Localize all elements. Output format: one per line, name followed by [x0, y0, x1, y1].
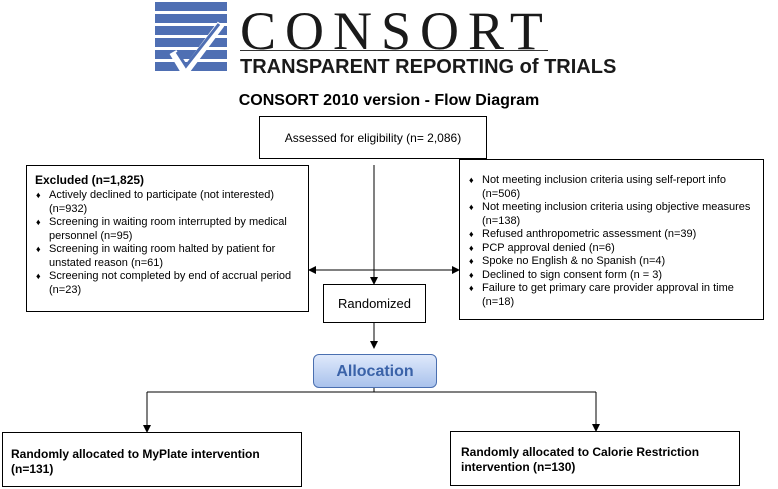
- excluded-list: Actively declined to participate (not in…: [35, 189, 302, 297]
- excluded-title: Excluded (n=1,825): [35, 173, 145, 187]
- list-item: Screening in waiting room interrupted by…: [35, 216, 302, 243]
- allocation-text: Allocation: [336, 363, 414, 380]
- diagram-title: CONSORT 2010 version - Flow Diagram: [238, 92, 540, 109]
- list-item: PCP approval denied (n=6): [468, 242, 757, 256]
- assessed-text: Assessed for eligibility (n= 2,086): [284, 130, 462, 145]
- assessed-box: Assessed for eligibility (n= 2,086): [259, 116, 487, 159]
- ineligible-box: Not meeting inclusion criteria using sel…: [459, 159, 764, 320]
- ineligible-list: Not meeting inclusion criteria using sel…: [468, 174, 757, 309]
- calorie-restriction-box: Randomly allocated to Calorie Restrictio…: [450, 431, 740, 486]
- list-item: Not meeting inclusion criteria using sel…: [468, 174, 757, 201]
- list-item: Not meeting inclusion criteria using obj…: [468, 201, 757, 228]
- calorie-restriction-text: Randomly allocated to Calorie Restrictio…: [461, 445, 700, 474]
- list-item: Screening in waiting room halted by pati…: [35, 243, 302, 270]
- logo-name: CONSORT: [240, 1, 552, 61]
- list-item: Actively declined to participate (not in…: [35, 189, 302, 216]
- list-item: Spoke no English & no Spanish (n=4): [468, 255, 757, 269]
- excluded-box: Excluded (n=1,825) Actively declined to …: [26, 165, 309, 312]
- consort-logo-icon: [155, 2, 227, 80]
- randomized-text: Randomized: [338, 296, 411, 311]
- allocation-label: Allocation: [313, 354, 437, 388]
- logo-divider: [240, 50, 548, 51]
- list-item: Failure to get primary care provider app…: [468, 282, 757, 309]
- randomized-box: Randomized: [323, 284, 426, 323]
- list-item: Declined to sign consent form (n = 3): [468, 269, 757, 283]
- list-item: Refused anthropometric assessment (n=39): [468, 228, 757, 242]
- myplate-text: Randomly allocated to MyPlate interventi…: [11, 447, 260, 476]
- myplate-box: Randomly allocated to MyPlate interventi…: [2, 432, 302, 487]
- list-item: Screening not completed by end of accrua…: [35, 270, 302, 297]
- logo-tagline: TRANSPARENT REPORTING of TRIALS: [240, 56, 617, 78]
